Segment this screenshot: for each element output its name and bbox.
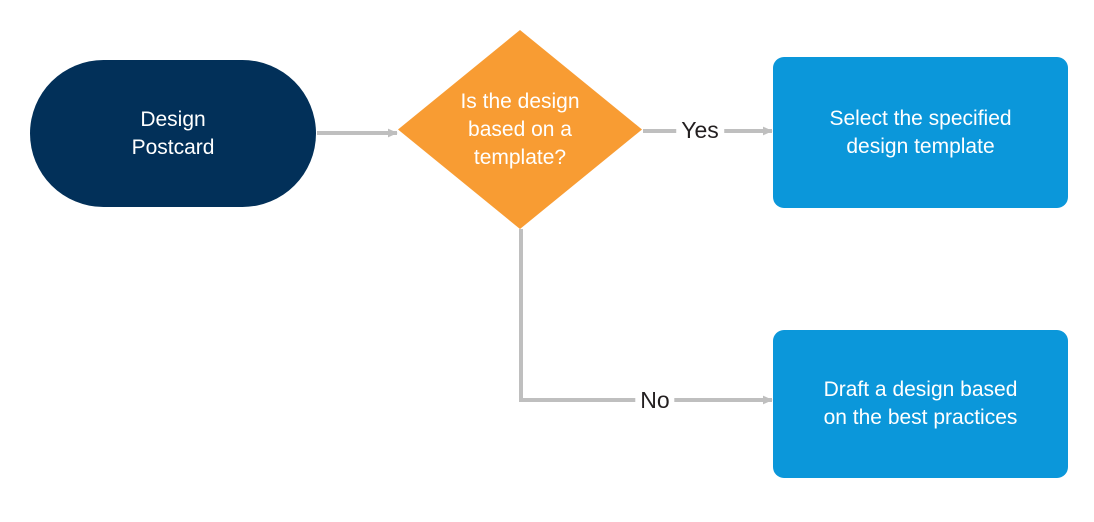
process-node-draft-design[interactable]: Draft a design based on the best practic… — [773, 330, 1068, 478]
decision-node[interactable]: Is the design based on a template? — [398, 30, 642, 229]
start-node[interactable]: Design Postcard — [30, 60, 316, 207]
process-node-draft-design-label: Draft a design based on the best practic… — [824, 376, 1018, 432]
edge-label-yes: Yes — [676, 119, 724, 142]
process-node-select-template[interactable]: Select the specified design template — [773, 57, 1068, 208]
process-no-label-line1: Draft a design based — [823, 378, 1018, 401]
decision-node-label-line3: template? — [473, 145, 567, 169]
start-node-label: Design Postcard — [132, 106, 215, 162]
process-no-label-line2: on the best practices — [823, 406, 1018, 429]
process-yes-label-line2: design template — [846, 134, 995, 158]
start-node-label-line2: Postcard — [131, 135, 215, 159]
start-node-label-line1: Design — [140, 107, 206, 131]
edge-label-no: No — [635, 389, 675, 412]
process-yes-label-line1: Select the specified — [829, 106, 1012, 130]
process-node-select-template-label: Select the specified design template — [829, 105, 1011, 161]
decision-node-label-line2: based on a — [468, 117, 572, 141]
decision-node-label-line1: Is the design — [460, 89, 580, 113]
connector-decision-to-no — [519, 229, 773, 405]
decision-node-label: Is the design based on a template? — [440, 88, 600, 172]
diamond-shape — [398, 30, 642, 229]
